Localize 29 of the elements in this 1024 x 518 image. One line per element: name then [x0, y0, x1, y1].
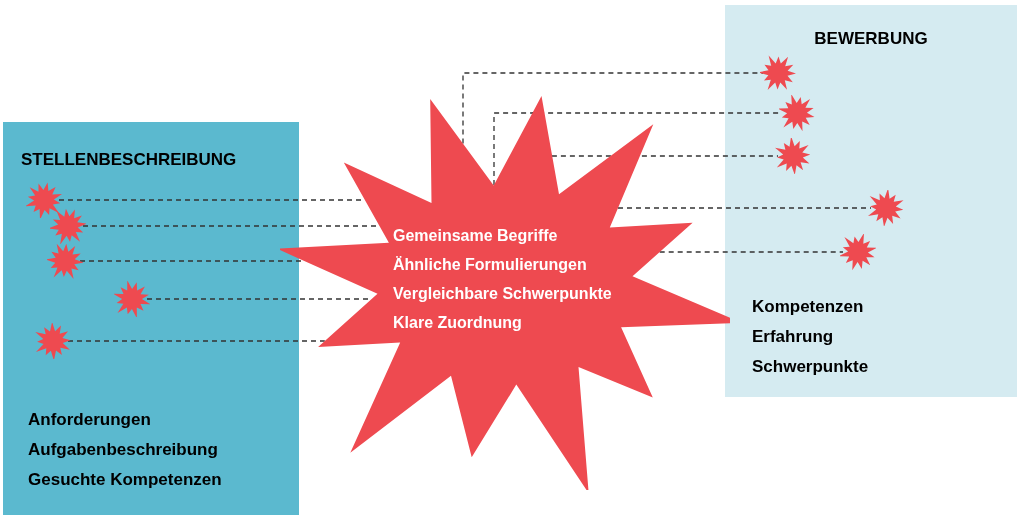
panel: [725, 5, 1017, 397]
starburst-icon: [50, 208, 86, 244]
list-item: Erfahrung: [752, 327, 834, 347]
list-item: Gesuchte Kompetenzen: [28, 470, 222, 490]
starburst-icon: [868, 190, 904, 226]
leader-line: [659, 251, 844, 253]
heading: BEWERBUNG: [813, 29, 929, 49]
list-item: Vergleichbare Schwerpunkte: [393, 285, 612, 303]
leader-line: [532, 111, 779, 157]
starburst-icon: [26, 182, 62, 218]
leader-line: [67, 340, 326, 342]
starburst-icon: [779, 95, 815, 131]
list-item: Klare Zuordnung: [393, 314, 522, 332]
list-item: Aufgabenbeschreibung: [28, 440, 218, 460]
list-item: Kompetenzen: [752, 297, 864, 317]
starburst-icon: [775, 138, 811, 174]
leader-line: [462, 72, 764, 145]
list-item: Schwerpunkte: [752, 357, 869, 377]
leader-line: [617, 207, 872, 209]
starburst-icon: [114, 281, 150, 317]
list-item: Ähnliche Formulierungen: [393, 256, 587, 274]
starburst-icon: [47, 243, 83, 279]
starburst-icon: [760, 55, 796, 91]
list-item: Gemeinsame Begriffe: [393, 227, 558, 245]
heading: STELLENBESCHREIBUNG: [21, 150, 237, 170]
list-item: Anforderungen: [28, 410, 151, 430]
starburst-icon: [35, 323, 71, 359]
starburst-icon: [840, 234, 876, 270]
panel: [3, 122, 299, 515]
